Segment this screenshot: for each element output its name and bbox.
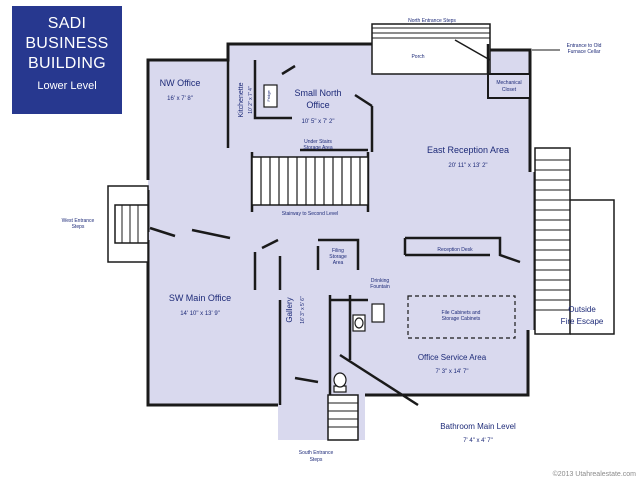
west-entrance-label-1: West Entrance [62,218,95,224]
nw-office-size: 16' x 7' 8" [167,96,193,102]
drinking-fountain-label-2: Fountain [370,284,390,290]
mechanical-closet [487,73,531,99]
small-north-office-label-1: Small North [294,88,341,98]
small-north-office-size: 10' 5" x 7' 2" [302,119,335,125]
west-entrance-label-2: Steps [72,224,85,230]
title-line-3: BUILDING [28,55,106,72]
title-subtitle: Lower Level [37,80,97,92]
bathroom-size: 7' 4" x 4' 7" [463,438,493,444]
small-north-office-label-2: Office [306,100,329,110]
stairway-to-second-level [251,156,369,206]
stairway-label: Stairway to Second Level [282,211,338,217]
file-cabinets-area [407,295,516,339]
file-cabinets-label-2: Storage Cabinets [442,316,481,322]
under-stairs-label-2: Storage Area [303,145,332,151]
outside-fire-label-2: Fire Escape [561,317,604,326]
office-service-label: Office Service Area [418,353,487,362]
sw-main-office-size: 14' 10" x 13' 9" [180,311,220,317]
reception-desk-label: Reception Desk [437,247,473,253]
filing-label-2: Storage [329,254,347,260]
filing-label-3: Area [333,260,344,266]
south-entrance-label-2: Steps [310,457,323,463]
toilet-icon [333,372,347,393]
gallery-size: 16' 3" x 5' 6" [300,296,306,324]
kitchenette-label: Kitchenette [238,82,245,117]
east-reception-size: 20' 11" x 13' 2" [448,163,487,169]
drinking-fountain [371,303,385,323]
fridge [263,84,278,108]
under-stairs-label-1: Under Stairs [304,139,332,145]
floor-area [148,44,535,440]
east-reception-label: East Reception Area [427,145,509,155]
kitchenette-size: 10' 2" x 7' 4" [248,86,254,114]
drinking-fountain-label-1: Drinking [371,278,390,284]
bathroom-label: Bathroom Main Level [440,422,516,431]
gallery-label: Gallery [285,297,294,322]
entrance-cellar-label-2: Furnace Cellar [568,49,601,55]
mechanical-closet-label-2: Closet [502,87,517,93]
entrance-cellar-label-1: Entrance to Old [567,43,602,49]
filing-label-1: Filing [332,248,344,254]
west-entrance-steps [107,185,149,263]
copyright-text: ©2013 Utahrealestate.com [552,471,636,478]
fridge-label: Fridge [266,90,271,102]
south-entrance-label-1: South Entrance [299,450,334,456]
north-entrance-steps [371,23,491,75]
sink-icon [352,314,366,332]
office-service-size: 7' 3" x 14' 7" [436,369,469,375]
outside-fire-escape [534,147,615,335]
title-block: SADI BUSINESS BUILDING Lower Level [12,6,122,114]
north-entrance-label: North Entrance Steps [408,18,456,24]
porch-label: Porch [411,54,424,60]
title-line-2: BUSINESS [25,35,109,52]
south-entrance-steps [327,394,359,441]
file-cabinets-label-1: File Cabinets and [442,310,481,316]
mechanical-closet-label-1: Mechanical [496,80,521,86]
outside-fire-label-1: Outside [568,305,596,314]
title-line-1: SADI [47,15,87,32]
nw-office-label: NW Office [160,78,201,88]
sw-main-office-label: SW Main Office [169,293,231,303]
